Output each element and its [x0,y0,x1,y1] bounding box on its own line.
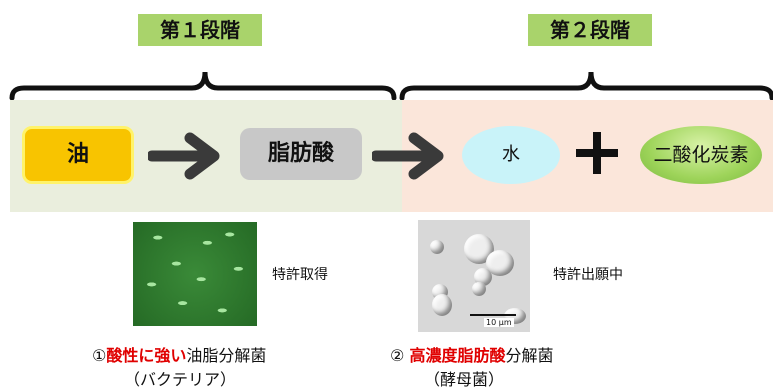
co2-ellipse: 二酸化炭素 [640,126,762,184]
stage1-brace [9,71,397,101]
bacteria-subcaption: （バクテリア） [124,370,237,389]
caption1-suffix: 油脂分解菌 [186,346,267,365]
stage1-label: 第１段階 [138,14,262,46]
caption2-highlight: 高濃度脂肪酸 [409,346,506,365]
bacteria-patent-status: 特許取得 [272,267,328,283]
caption1-prefix: ① [92,346,107,365]
yeast-subcaption: （酵母菌） [424,370,505,389]
water-ellipse: 水 [462,126,560,184]
bacteria-caption: ①酸性に強い油脂分解菌 [92,342,266,366]
scale-bar-label: 10 μm [484,318,514,327]
oil-box: 油 [22,126,134,184]
bacteria-micrograph [133,222,257,326]
caption2-prefix: ② [390,346,410,365]
stage2-brace [399,71,773,101]
stage-braces [9,71,773,101]
arrow-right-icon [372,132,444,180]
plus-sign: + [574,128,620,180]
yeast-micrograph: 10 μm [418,220,530,332]
yeast-caption: ② 高濃度脂肪酸分解菌 [390,342,553,366]
arrow-right-icon [148,132,220,180]
stage2-label: 第２段階 [528,14,652,46]
caption2-suffix: 分解菌 [505,346,554,365]
yeast-patent-status: 特許出願中 [553,267,623,283]
caption1-highlight: 酸性に強い [106,346,187,365]
fatty-acid-box: 脂肪酸 [240,128,362,180]
